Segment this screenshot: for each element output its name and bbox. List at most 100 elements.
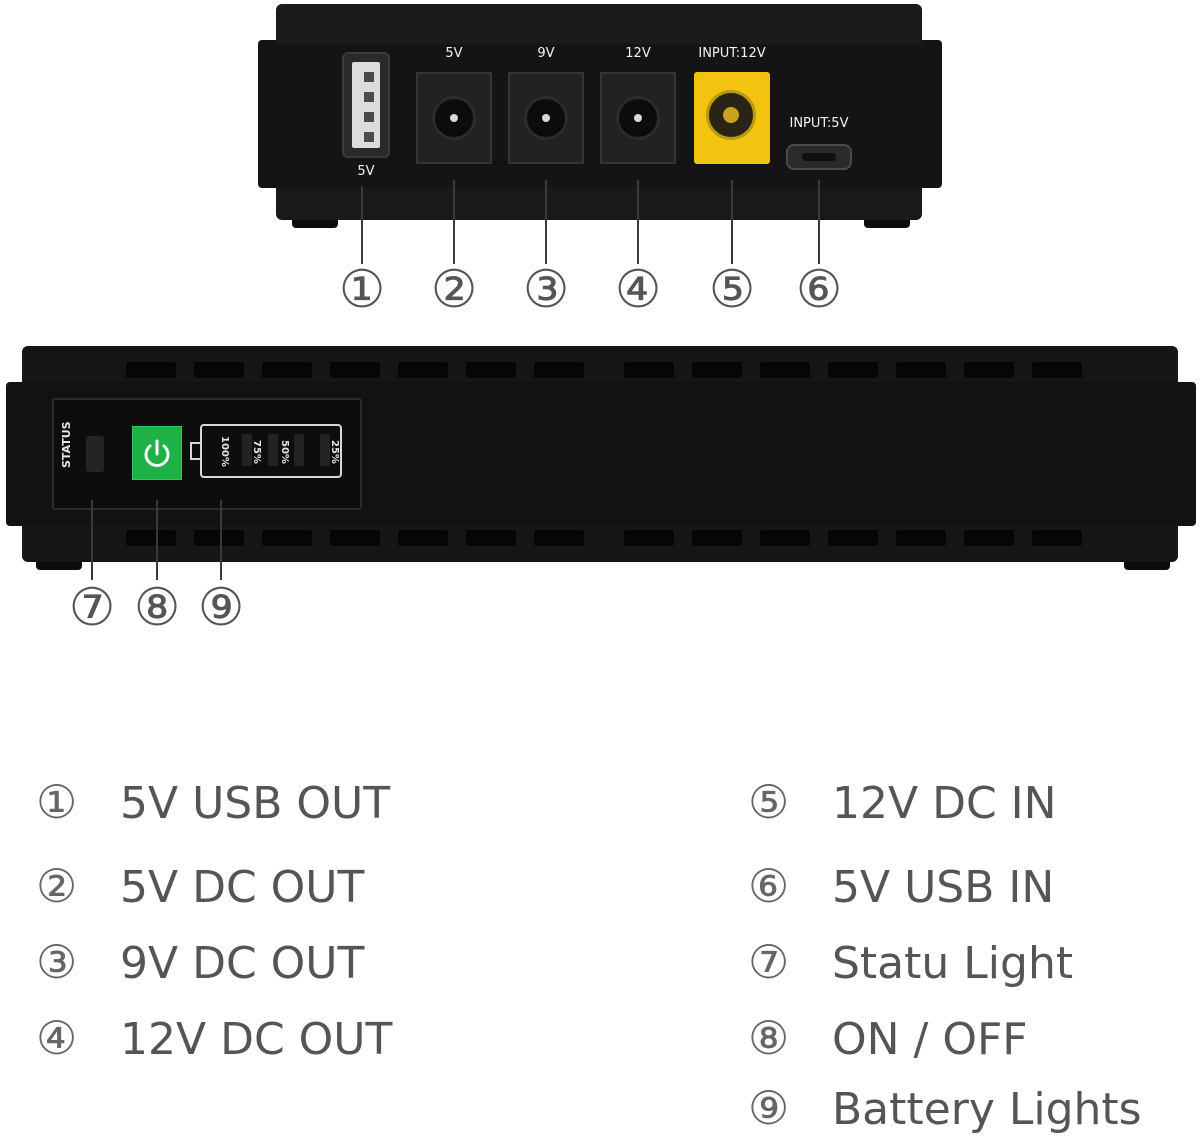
- vent-slot: [262, 362, 312, 378]
- leader-line: [731, 180, 733, 264]
- dc-jack-ring: [616, 96, 660, 140]
- battery-label-50: 50%: [279, 440, 290, 464]
- legend-item: ⑧ ON / OFF: [748, 1012, 1028, 1066]
- status-label: STATUS: [60, 421, 73, 468]
- legend-number: ④: [36, 1011, 78, 1065]
- usb-pin: [364, 112, 374, 122]
- vent-slot: [760, 530, 810, 546]
- top-device: 5V 5V 9V 12V INPUT:12V INPUT:5V ① ② ③ ④ …: [0, 0, 1200, 320]
- vent-slot: [896, 530, 946, 546]
- vent-slot: [262, 530, 312, 546]
- port-label-5v-dc: 5V: [445, 46, 463, 61]
- status-light: [86, 436, 104, 472]
- legend-text: ON / OFF: [832, 1014, 1028, 1065]
- battery-light-100: [242, 434, 252, 466]
- usb-pin: [364, 132, 374, 142]
- usb-pin: [364, 92, 374, 102]
- power-button[interactable]: [132, 426, 182, 480]
- leader-line: [453, 180, 455, 264]
- power-icon: [144, 439, 170, 467]
- vent-slot: [1032, 530, 1082, 546]
- legend-number: ③: [36, 935, 78, 989]
- vent-slot: [330, 362, 380, 378]
- dc-jack-9v: [508, 72, 584, 164]
- device-foot: [1124, 562, 1170, 570]
- vent-slot: [624, 530, 674, 546]
- dc-jack-pin: [542, 114, 550, 122]
- device-foot: [292, 220, 338, 228]
- callout-7: ⑦: [68, 578, 116, 638]
- vent-slot: [828, 362, 878, 378]
- xt60-ring: [706, 90, 756, 140]
- legend-text: 9V DC OUT: [120, 938, 365, 989]
- vent-slot: [692, 362, 742, 378]
- battery-light-25: [320, 434, 330, 466]
- battery-label-75: 75%: [251, 440, 262, 464]
- leader-line: [91, 500, 93, 580]
- vent-slot: [1032, 362, 1082, 378]
- leader-line: [545, 180, 547, 264]
- legend-number: ⑨: [748, 1081, 790, 1135]
- battery-label-100: 100%: [219, 436, 230, 467]
- vent-slot: [896, 362, 946, 378]
- legend-item: ① 5V USB OUT: [36, 776, 390, 830]
- callout-6: ⑥: [795, 260, 843, 320]
- leader-line: [220, 500, 222, 580]
- vent-slot: [760, 362, 810, 378]
- legend-text: 5V USB IN: [832, 862, 1055, 913]
- legend-number: ⑥: [748, 859, 790, 913]
- micro-usb-port: [786, 144, 852, 170]
- legend-item: ⑦ Statu Light: [748, 936, 1073, 990]
- dc-jack-ring: [524, 96, 568, 140]
- port-label-9v-dc: 9V: [537, 46, 555, 61]
- xt60-input-port: [694, 72, 770, 164]
- legend-text: 12V DC IN: [832, 778, 1057, 829]
- battery-indicator: [200, 424, 342, 478]
- dc-jack-12v: [600, 72, 676, 164]
- dc-jack-pin: [634, 114, 642, 122]
- vent-slot: [330, 530, 380, 546]
- legend-number: ⑤: [748, 775, 790, 829]
- callout-4: ④: [614, 260, 662, 320]
- battery-light-75: [268, 434, 278, 466]
- vent-slot: [466, 530, 516, 546]
- vent-slot: [398, 530, 448, 546]
- vent-slot: [126, 530, 176, 546]
- vent-slot: [398, 362, 448, 378]
- vent-slot: [194, 362, 244, 378]
- leader-line: [156, 500, 158, 580]
- dc-jack-pin: [450, 114, 458, 122]
- callout-5: ⑤: [708, 260, 756, 320]
- legend-item: ⑥ 5V USB IN: [748, 860, 1054, 914]
- callout-1: ①: [338, 260, 386, 320]
- legend-number: ⑦: [748, 935, 790, 989]
- dc-jack-ring: [432, 96, 476, 140]
- legend-item: ⑤ 12V DC IN: [748, 776, 1057, 830]
- vent-slot: [194, 530, 244, 546]
- vent-slot: [964, 362, 1014, 378]
- callout-3: ③: [522, 260, 570, 320]
- vent-slot: [624, 362, 674, 378]
- legend-text: 5V USB OUT: [120, 778, 391, 829]
- legend-number: ①: [36, 775, 78, 829]
- battery-nub: [190, 442, 200, 460]
- legend-item: ③ 9V DC OUT: [36, 936, 364, 990]
- device-foot: [36, 562, 82, 570]
- leader-line: [637, 180, 639, 264]
- top-device-lid: [276, 4, 922, 44]
- battery-label-25: 25%: [329, 440, 340, 464]
- vent-slot: [466, 362, 516, 378]
- callout-8: ⑧: [133, 578, 181, 638]
- port-label-input-12v: INPUT:12V: [698, 46, 766, 61]
- legend-number: ⑧: [748, 1011, 790, 1065]
- dc-jack-5v: [416, 72, 492, 164]
- vent-slot: [534, 362, 584, 378]
- vent-slot: [534, 530, 584, 546]
- usb-a-port: [342, 52, 390, 158]
- callout-2: ②: [430, 260, 478, 320]
- usb-pin: [364, 72, 374, 82]
- vent-slot: [126, 362, 176, 378]
- legend-text: Statu Light: [832, 938, 1074, 989]
